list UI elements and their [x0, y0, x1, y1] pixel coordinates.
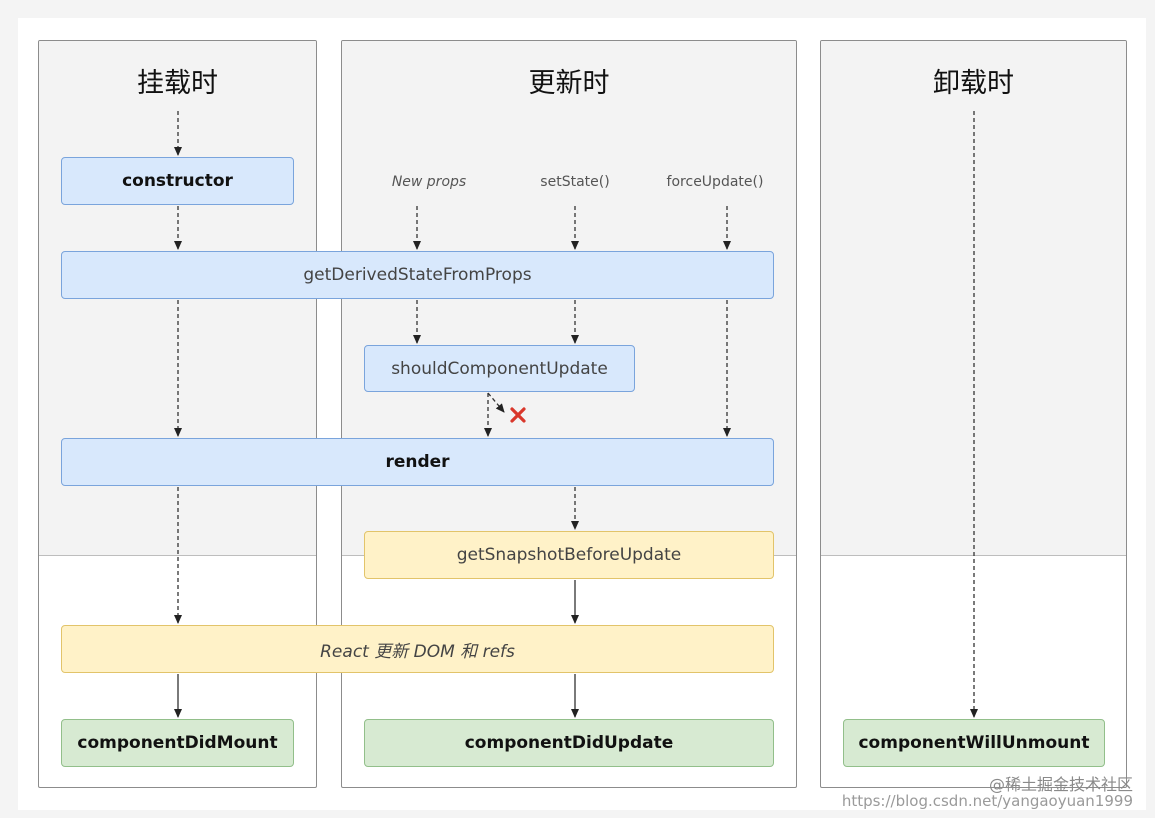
- trigger-force-update: forceUpdate(): [666, 174, 764, 190]
- trigger-set-state: setState(): [540, 174, 610, 190]
- lifecycle-diagram: 挂载时 更新时 卸载时 New props setState() forceUp…: [18, 18, 1146, 810]
- unmount-column: 卸载时: [820, 40, 1127, 788]
- trigger-new-props: New props: [391, 174, 467, 190]
- get-derived-state-from-props-box: getDerivedStateFromProps: [61, 251, 774, 299]
- component-did-update-box: componentDidUpdate: [364, 719, 774, 767]
- get-snapshot-before-update-box: getSnapshotBeforeUpdate: [364, 531, 774, 579]
- mount-column: 挂载时: [38, 40, 317, 788]
- update-column: 更新时: [341, 40, 797, 788]
- watermark: @稀土掘金技术社区 https://blog.csdn.net/yangaoyu…: [842, 776, 1133, 810]
- update-column-title: 更新时: [528, 68, 610, 99]
- watermark-brand: @稀土掘金技术社区: [988, 775, 1133, 794]
- react-update-dom-box: React 更新 DOM 和 refs: [61, 625, 774, 673]
- mount-column-title: 挂载时: [137, 68, 218, 99]
- component-did-mount-box: componentDidMount: [61, 719, 294, 767]
- render-box: render: [61, 438, 774, 486]
- unmount-column-title: 卸载时: [933, 68, 1014, 99]
- component-will-unmount-box: componentWillUnmount: [843, 719, 1105, 767]
- watermark-url: https://blog.csdn.net/yangaoyuan1999: [841, 792, 1133, 810]
- render-phase-shade: [821, 41, 1126, 556]
- should-component-update-box: shouldComponentUpdate: [364, 345, 635, 392]
- constructor-box: constructor: [61, 157, 294, 205]
